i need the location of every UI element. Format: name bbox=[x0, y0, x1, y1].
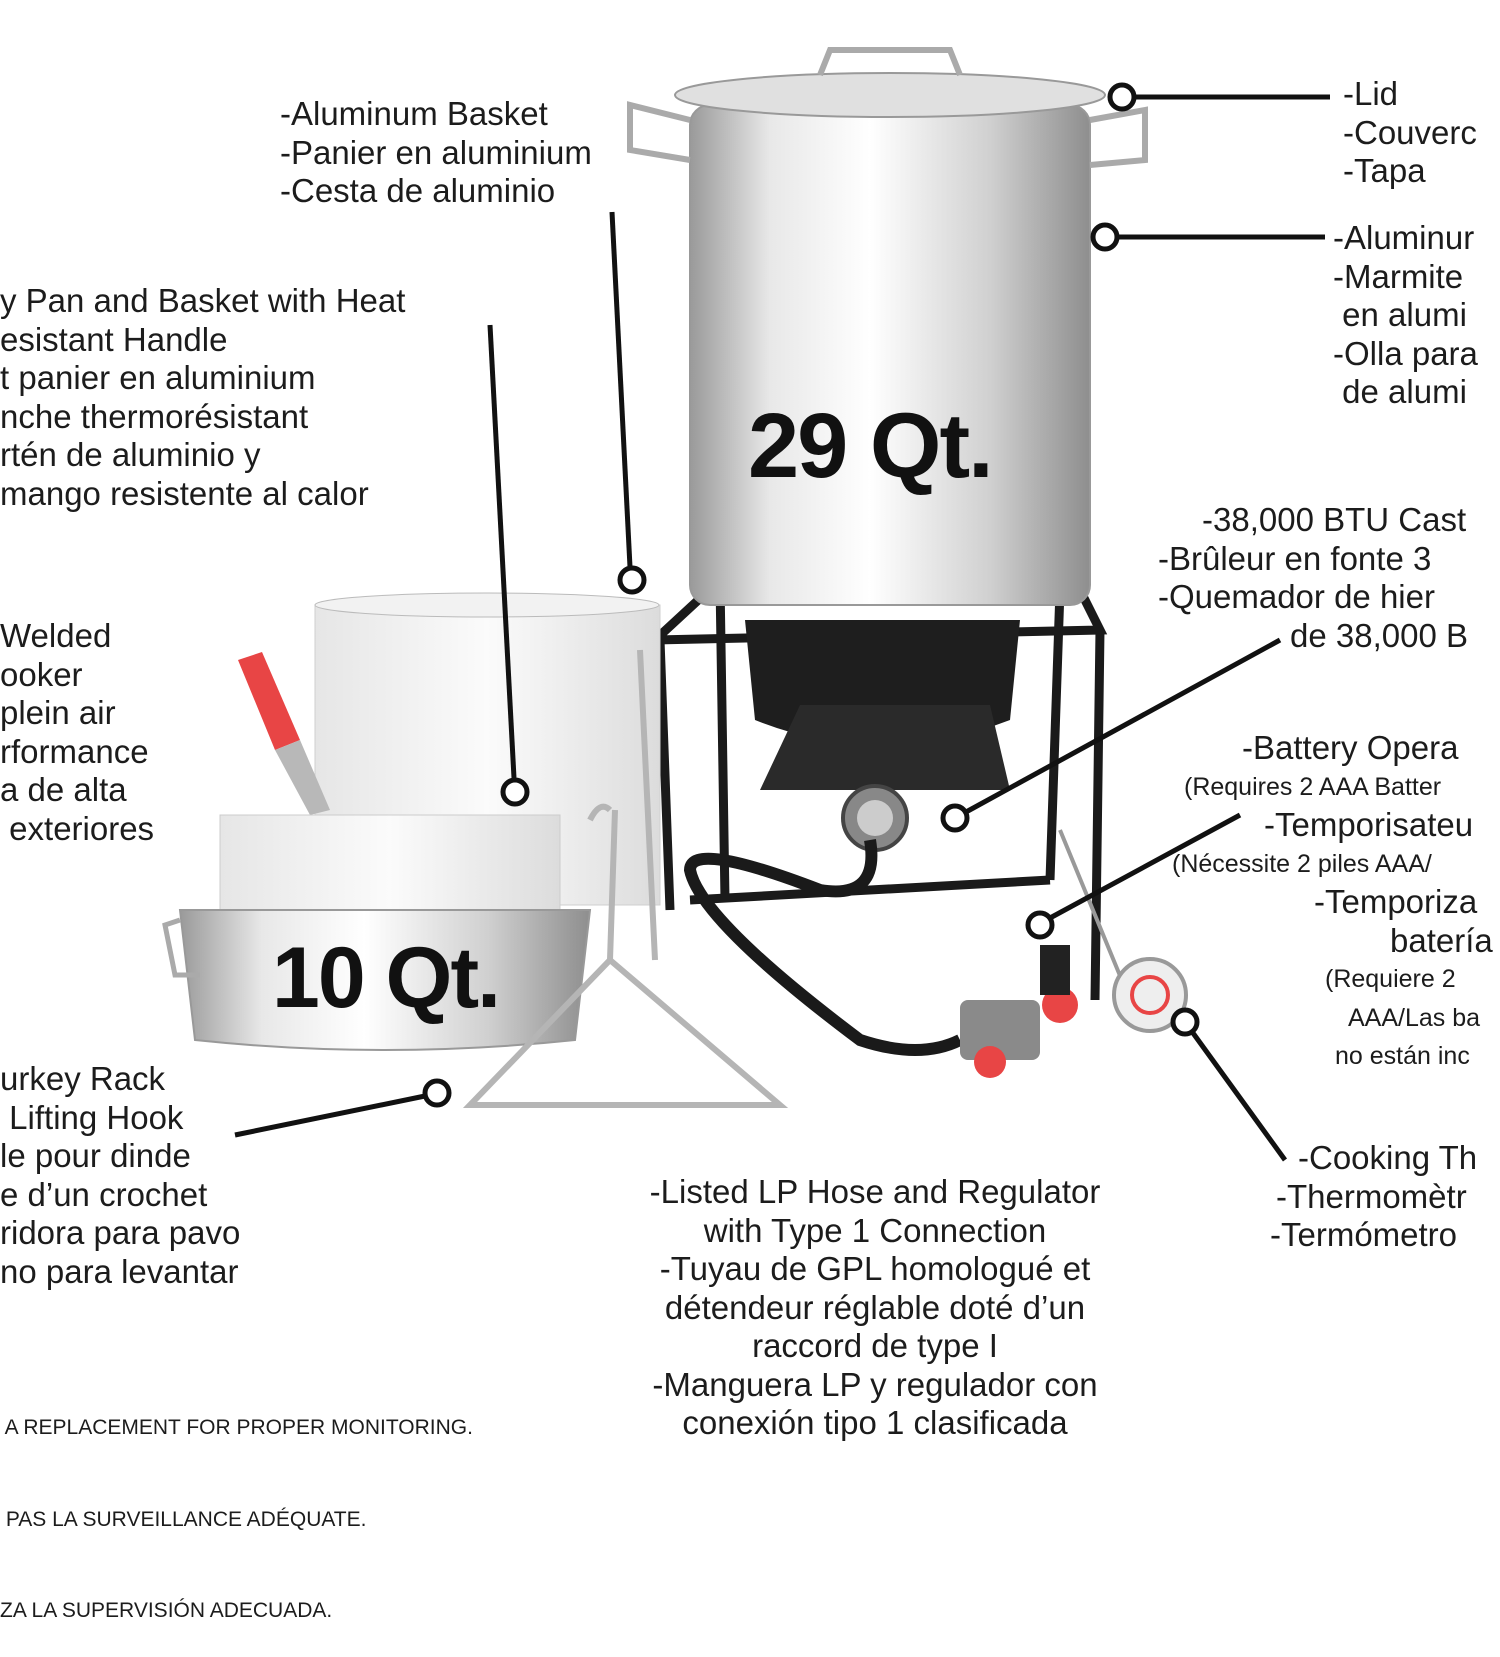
callout-line: AAA/Las ba bbox=[1348, 1003, 1481, 1032]
callout-line: no están inc bbox=[1335, 1042, 1470, 1070]
callout-line: le pour dinde bbox=[0, 1137, 191, 1174]
callout-line: mango resistente al calor bbox=[0, 474, 369, 512]
callout-line: -Tuyau de GPL homologué et bbox=[659, 1250, 1091, 1287]
callout-line: (Nécessite 2 piles AAA/ bbox=[1172, 849, 1432, 878]
fry-pan bbox=[162, 909, 592, 1051]
timer-callout: -Battery Opera (Requires 2 AAA Batter -T… bbox=[1172, 729, 1493, 1076]
burner-callout: -38,000 BTU Cast -Brûleur en fonte 3 -Qu… bbox=[1158, 501, 1468, 655]
lp-hose bbox=[683, 839, 963, 1056]
callout-line: -Temporisateu bbox=[1264, 806, 1474, 843]
safety-warning: A REPLACEMENT FOR PROPER MONITORING. PAS… bbox=[0, 1352, 473, 1657]
callout-line: -Battery Opera bbox=[1242, 729, 1459, 766]
callout-line: Lifting Hook bbox=[0, 1098, 184, 1136]
thermometer-callout: -Cooking Th -Thermomètr -Termómetro bbox=[1270, 1139, 1477, 1255]
basket-callout: -Aluminum Basket -Panier en aluminium -C… bbox=[280, 95, 592, 211]
callout-line: (Requires 2 AAA Batter bbox=[1184, 772, 1442, 801]
callout-line: t panier en aluminium bbox=[0, 359, 316, 396]
callout-line: raccord de type I bbox=[752, 1327, 998, 1364]
callout-line: e d’un crochet bbox=[0, 1175, 208, 1213]
burner bbox=[745, 620, 1020, 852]
callout-lines bbox=[234, 82, 1330, 1162]
callout-line: -Listed LP Hose and Regulator bbox=[649, 1173, 1101, 1210]
fry-pan-callout: y Pan and Basket with Heat esistant Hand… bbox=[0, 282, 405, 513]
callout-line: -Panier en aluminium bbox=[280, 133, 592, 171]
turkey-rack-callout: urkey Rack Lifting Hook le pour dinde e … bbox=[0, 1060, 240, 1291]
regulator bbox=[960, 945, 1078, 1078]
fry-pan-capacity: 10 Qt. bbox=[272, 930, 501, 1026]
callout-line: -Cooking Th bbox=[1298, 1139, 1478, 1176]
callout-line: -Quemador de hier bbox=[1158, 578, 1435, 615]
callout-line: -Cesta de aluminio bbox=[280, 172, 556, 209]
callout-line: y Pan and Basket with Heat bbox=[0, 282, 406, 319]
callout-line: a de alta bbox=[0, 771, 127, 808]
thermometer bbox=[1058, 829, 1188, 1033]
callout-line: -Termómetro bbox=[1270, 1216, 1458, 1253]
stockpot bbox=[627, 47, 1148, 606]
stockpot-callout: -Aluminur -Marmite en alumi -Olla para d… bbox=[1333, 219, 1478, 412]
callout-line: de alumi bbox=[1333, 373, 1467, 410]
callout-line: (Requiere 2 bbox=[1325, 965, 1456, 993]
callout-line: rformance bbox=[0, 732, 149, 770]
cooker-callout: Welded ooker plein air rformance a de al… bbox=[0, 617, 154, 848]
callout-line: rtén de aluminio y bbox=[0, 436, 261, 473]
callout-line: -Manguera LP y regulador con bbox=[652, 1365, 1098, 1403]
callout-line: en alumi bbox=[1333, 296, 1467, 333]
callout-line: esistant Handle bbox=[0, 320, 228, 358]
callout-line: with Type 1 Connection bbox=[703, 1211, 1047, 1249]
callout-line: plein air bbox=[0, 694, 116, 731]
warning-line: ZA LA SUPERVISIÓN ADECUADA. bbox=[0, 1599, 333, 1622]
warning-line: PAS LA SURVEILLANCE ADÉQUATE. bbox=[0, 1507, 367, 1531]
callout-line: exteriores bbox=[0, 809, 155, 847]
callout-line: -Tapa bbox=[1343, 152, 1426, 189]
lid-callout: -Lid -Couverc -Tapa bbox=[1343, 75, 1477, 191]
callout-line: nche thermorésistant bbox=[0, 397, 309, 435]
callout-line: -Thermomètr bbox=[1276, 1177, 1467, 1215]
callout-line: no para levantar bbox=[0, 1252, 239, 1290]
callout-line: -Lid bbox=[1343, 75, 1399, 112]
callout-line: de 38,000 B bbox=[1290, 616, 1468, 654]
callout-line: urkey Rack bbox=[0, 1060, 166, 1097]
callout-line: -38,000 BTU Cast bbox=[1202, 501, 1467, 538]
callout-line: -Couverc bbox=[1343, 113, 1477, 151]
callout-line: -Olla para bbox=[1333, 334, 1478, 372]
callout-line: -Temporiza bbox=[1314, 883, 1478, 920]
callout-line: conexión tipo 1 clasificada bbox=[682, 1404, 1068, 1441]
callout-line: -Brûleur en fonte 3 bbox=[1158, 539, 1432, 577]
warning-line: A REPLACEMENT FOR PROPER MONITORING. bbox=[0, 1416, 473, 1439]
callout-line: -Marmite bbox=[1333, 257, 1464, 295]
turkey-rack bbox=[462, 649, 789, 1108]
callout-line: Welded bbox=[0, 617, 112, 654]
callout-line: ridora para pavo bbox=[0, 1214, 241, 1251]
callout-line: -Aluminur bbox=[1333, 219, 1475, 256]
callout-line: -Aluminum Basket bbox=[280, 95, 548, 132]
product-illustration bbox=[162, 47, 1330, 1162]
callout-line: ooker bbox=[0, 655, 83, 693]
callout-line: batería bbox=[1390, 921, 1493, 959]
fry-basket-handle bbox=[238, 652, 330, 815]
fry-basket bbox=[219, 814, 561, 911]
stockpot-capacity: 29 Qt. bbox=[748, 395, 994, 497]
hose-callout: -Listed LP Hose and Regulator with Type … bbox=[650, 1173, 1101, 1443]
callout-line: détendeur réglable doté d’un bbox=[664, 1288, 1086, 1326]
